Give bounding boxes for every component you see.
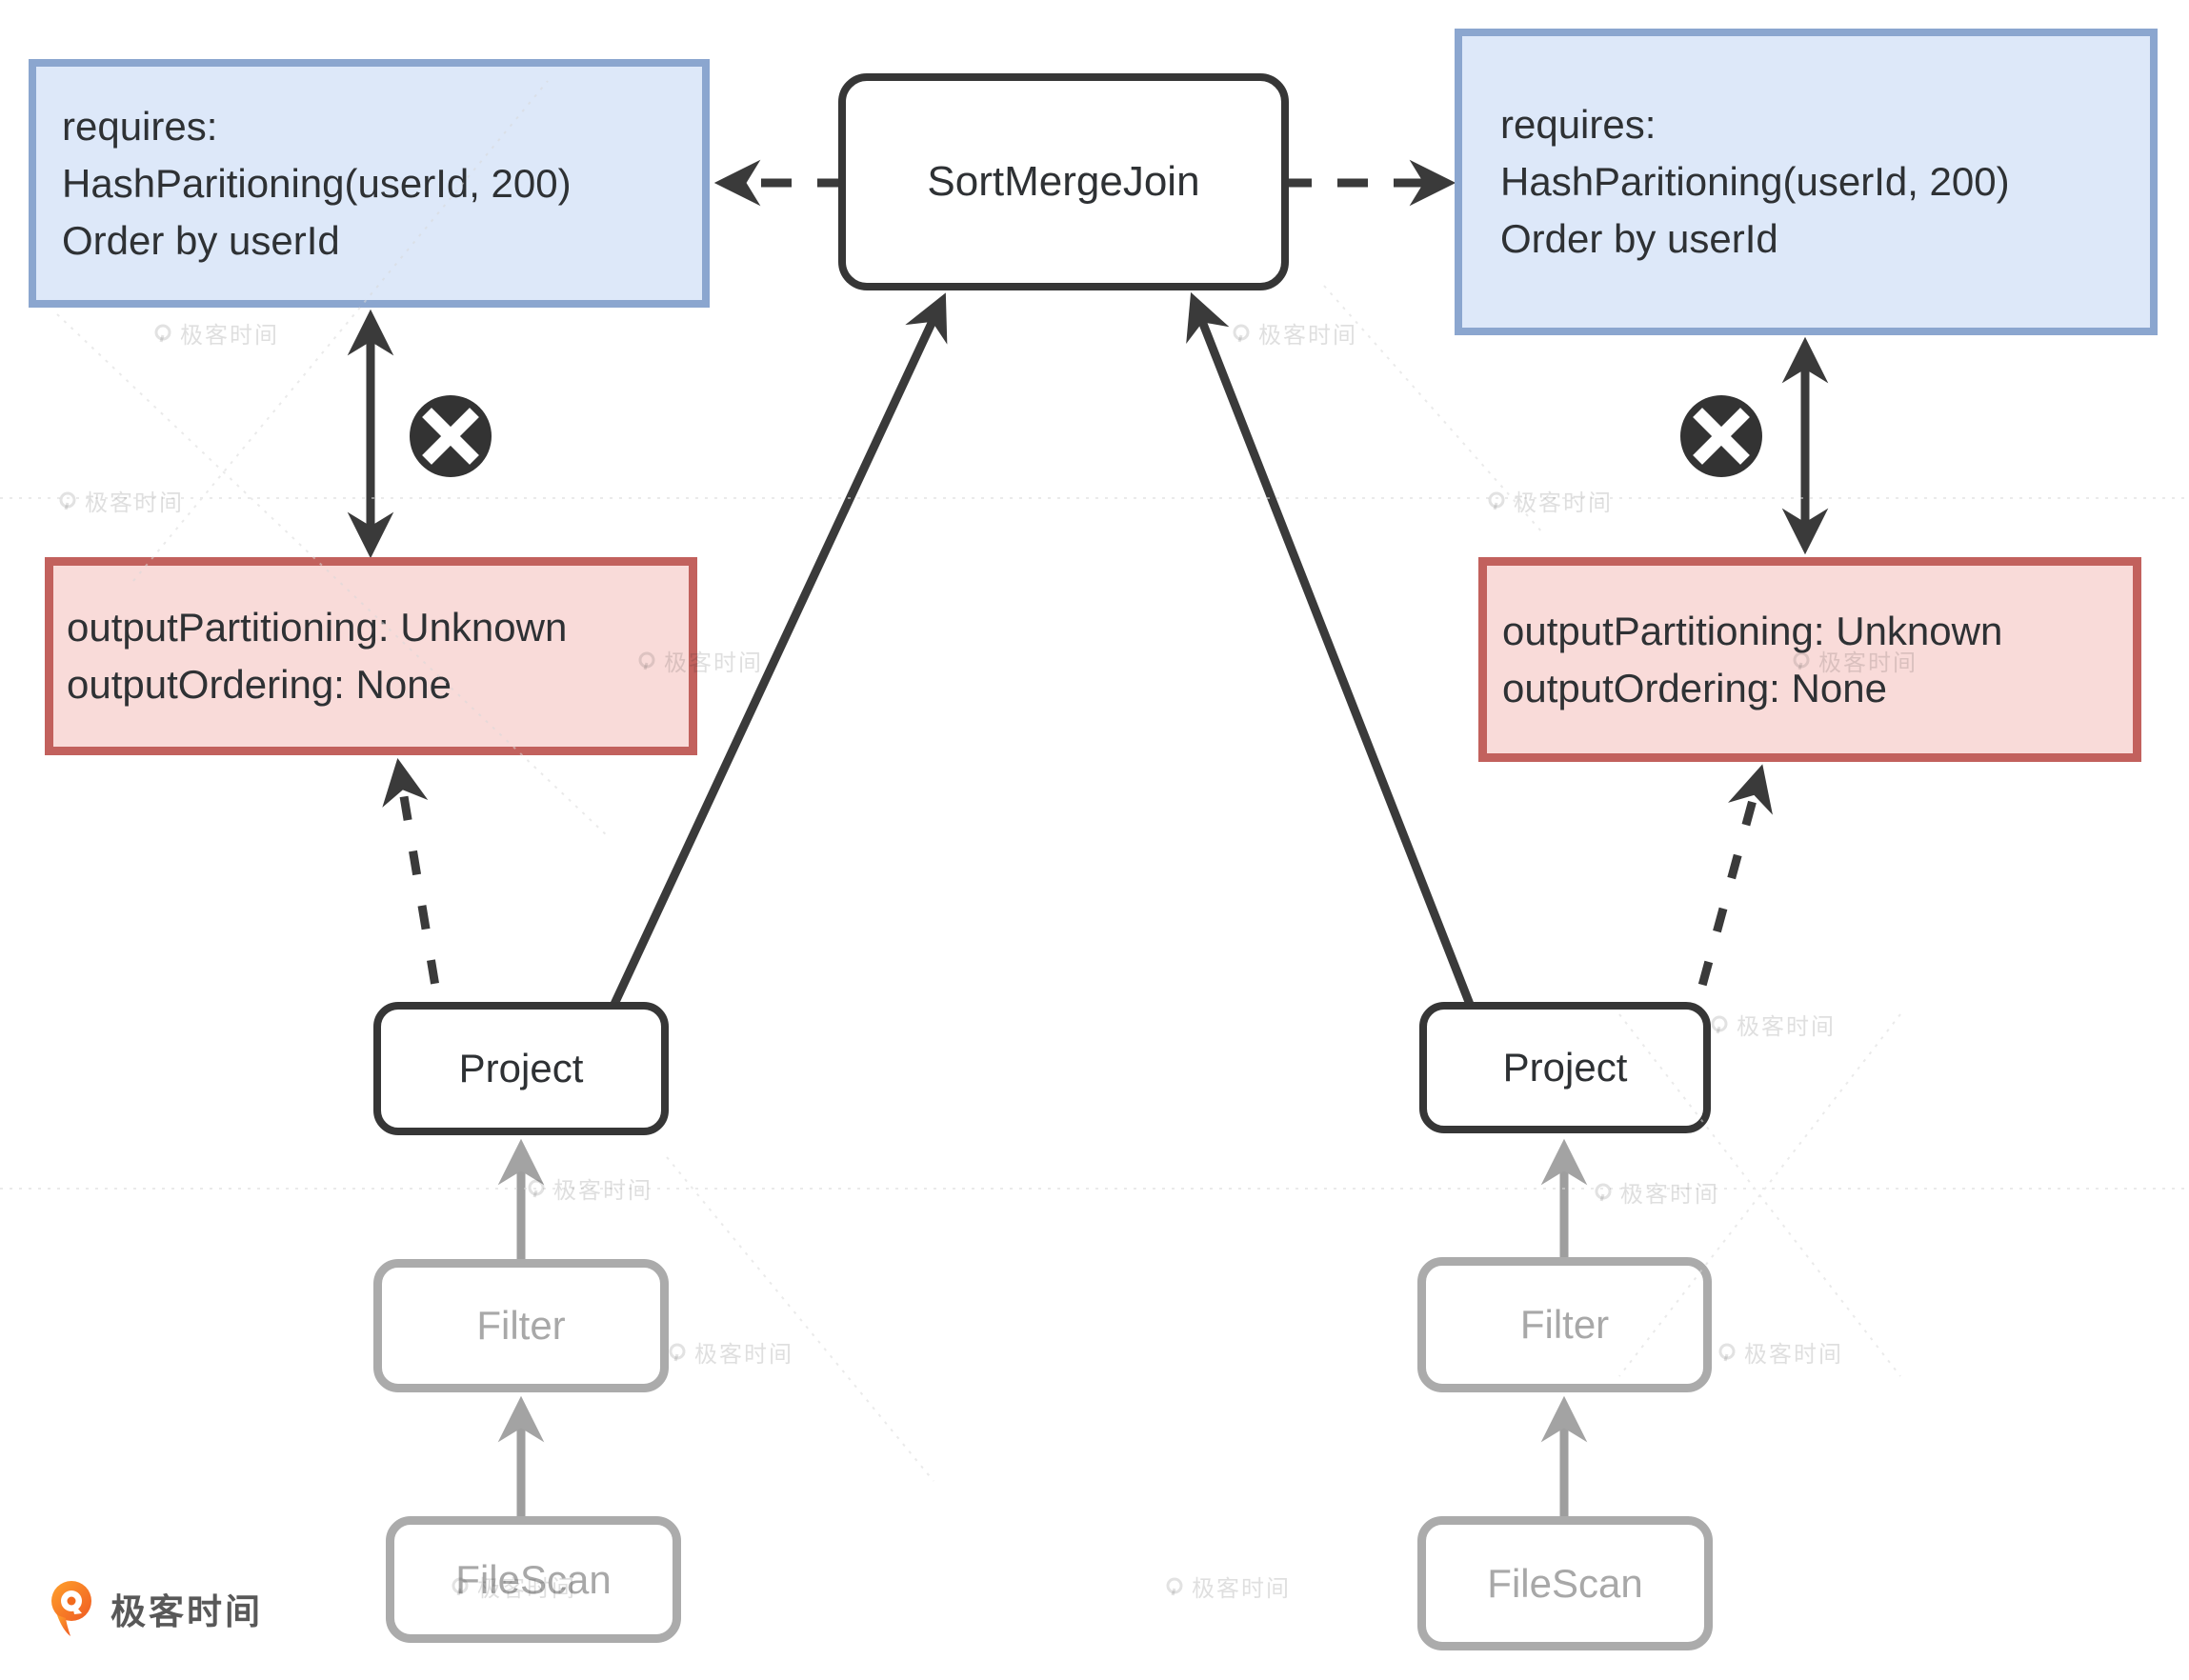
project-right-output-dashed-arrow <box>1683 764 1773 1040</box>
project-left-output-dashed-arrow <box>382 758 449 1039</box>
not-satisfied-badge-right <box>1680 395 1762 477</box>
geektime-brand-text: 极客时间 <box>110 1592 263 1631</box>
not-satisfied-badge-left <box>410 395 492 477</box>
geektime-pin-icon <box>51 1581 91 1636</box>
geektime-logo: 极客时间 <box>48 1579 263 1638</box>
project-right-to-join-arrow <box>1186 291 1484 1030</box>
project-left-to-join-arrow <box>598 292 948 1030</box>
